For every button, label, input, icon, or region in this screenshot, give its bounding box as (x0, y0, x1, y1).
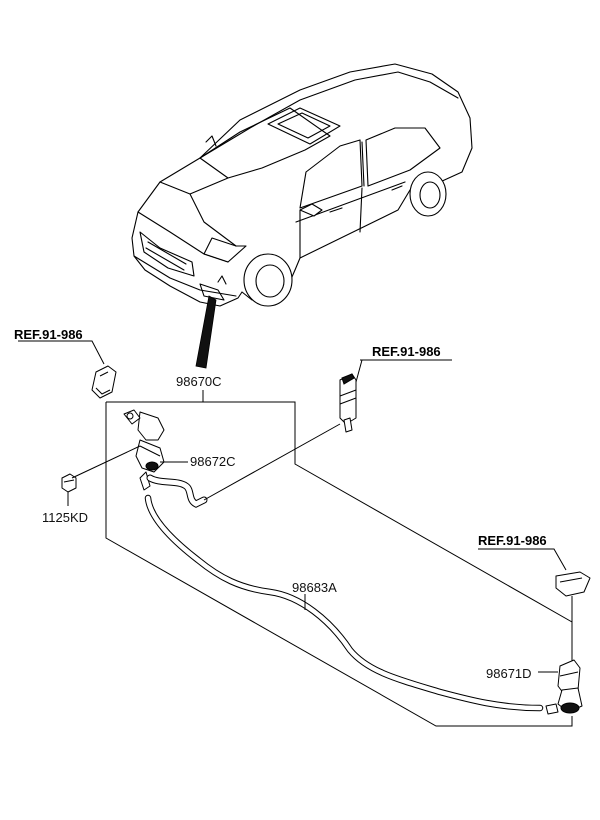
location-arrow (195, 295, 217, 369)
left-nozzle-assembly (123, 409, 165, 491)
right-nozzle-cover (555, 571, 591, 597)
right-nozzle-assembly (545, 659, 583, 715)
left-nozzle-cover (91, 365, 117, 399)
car-illustration (131, 63, 473, 307)
part-label-98670C: 98670C (176, 374, 222, 389)
part-label-98671D: 98671D (486, 666, 532, 681)
part-label-98683A: 98683A (292, 580, 337, 595)
hose-98683A (144, 494, 544, 712)
ref-label-right: REF.91-986 (478, 533, 547, 548)
part-label-98672C: 98672C (190, 454, 236, 469)
part-label-1125KD: 1125KD (42, 510, 88, 525)
bolt-1125KD (61, 473, 77, 506)
ref-label-left: REF.91-986 (14, 327, 83, 342)
ref-label-center: REF.91-986 (372, 344, 441, 359)
washer-pump (339, 373, 357, 433)
